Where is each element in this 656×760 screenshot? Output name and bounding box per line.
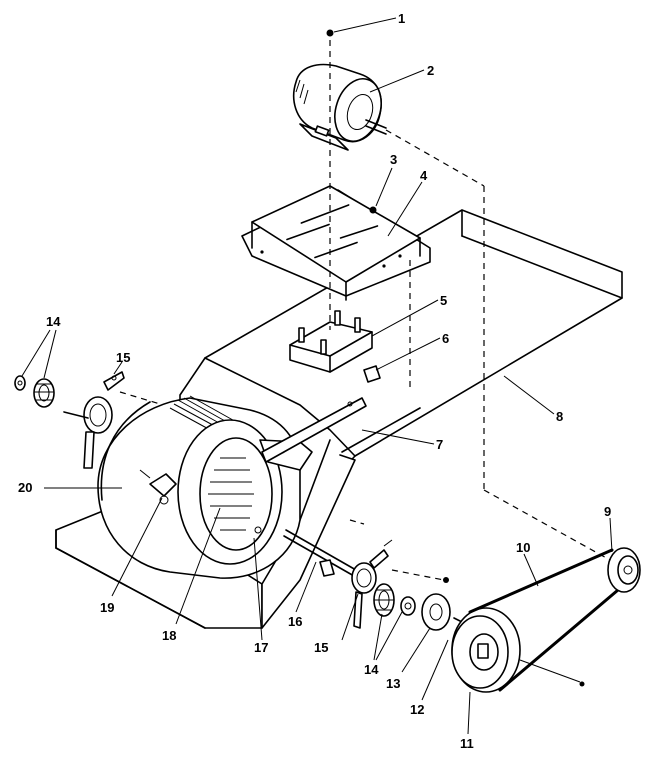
stud-bracket xyxy=(289,310,373,373)
callout-3: 3 xyxy=(390,152,397,167)
callout-14-right: 14 xyxy=(364,662,379,677)
callout-18: 18 xyxy=(162,628,176,643)
callout-8: 8 xyxy=(556,409,563,424)
callout-16: 16 xyxy=(288,614,302,629)
right-bearing-set xyxy=(351,539,451,631)
shaft xyxy=(283,529,357,577)
support-rail xyxy=(261,397,367,463)
v-belt xyxy=(468,548,620,692)
callout-20: 20 xyxy=(18,480,32,495)
callout-15-right: 15 xyxy=(314,640,328,655)
cabinet-housing xyxy=(179,209,623,629)
clip-part-6 xyxy=(363,365,381,383)
callout-2: 2 xyxy=(427,63,434,78)
callout-9: 9 xyxy=(604,504,611,519)
callout-17: 17 xyxy=(254,640,268,655)
callout-12: 12 xyxy=(410,702,424,717)
large-pulley xyxy=(451,607,585,693)
callout-4: 4 xyxy=(420,168,428,183)
leader-lines xyxy=(21,17,613,735)
callout-11: 11 xyxy=(460,736,474,751)
blower-housing xyxy=(97,395,313,579)
screw-part-3 xyxy=(369,206,377,214)
callout-13: 13 xyxy=(386,676,400,691)
left-bearing-set xyxy=(14,371,125,469)
terminal-part-19 xyxy=(139,469,177,505)
callout-10: 10 xyxy=(516,540,530,555)
callout-14-left: 14 xyxy=(46,314,61,329)
callout-1: 1 xyxy=(398,11,405,26)
callout-19: 19 xyxy=(100,600,114,615)
callout-labels: 1 2 3 4 5 6 7 8 9 10 11 12 13 14 14 15 1… xyxy=(18,11,611,751)
nut-part-1 xyxy=(326,29,334,37)
motor-mount-plate xyxy=(241,185,431,301)
callout-15-left: 15 xyxy=(116,350,130,365)
callout-5: 5 xyxy=(440,293,447,308)
motor-pulley xyxy=(607,547,641,593)
callout-6: 6 xyxy=(442,331,449,346)
callout-7: 7 xyxy=(436,437,443,452)
alignment-lines xyxy=(119,40,611,581)
blower-motor xyxy=(292,63,387,151)
